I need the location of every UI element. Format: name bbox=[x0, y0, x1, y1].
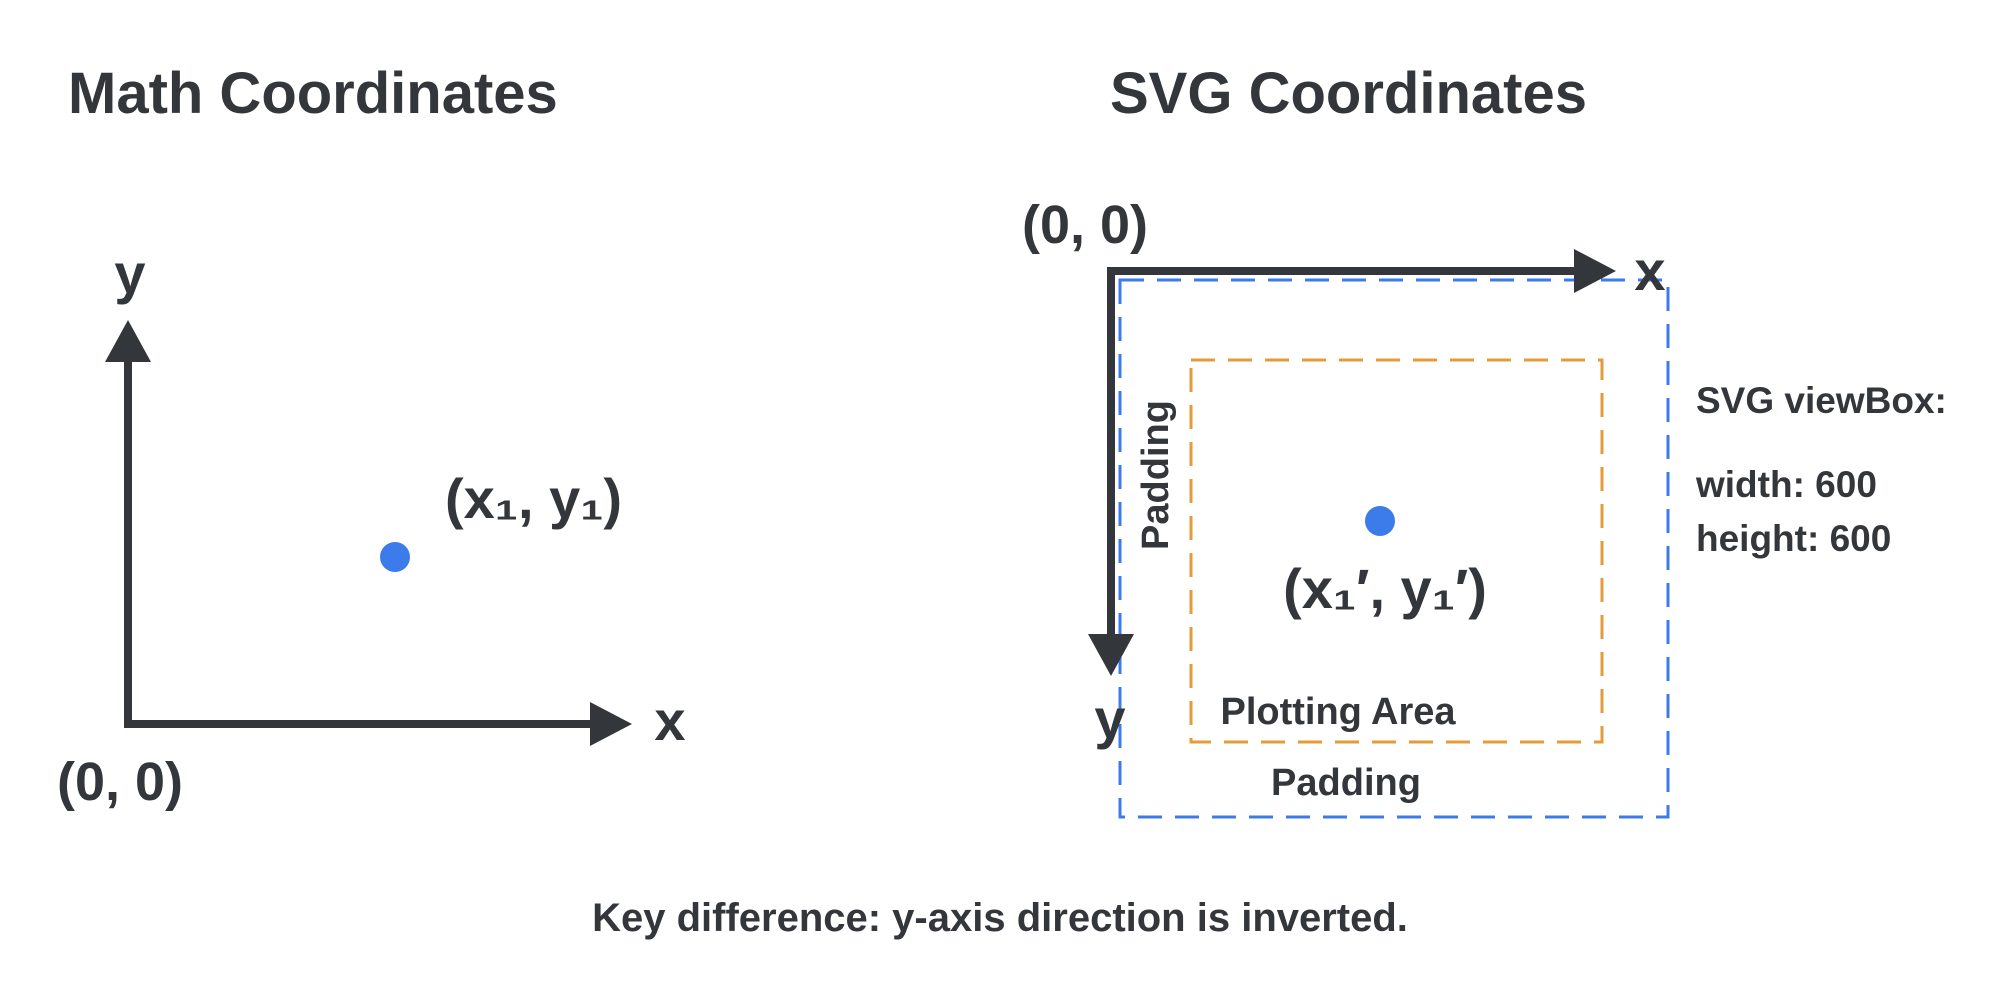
math-origin-label: (0, 0) bbox=[57, 752, 183, 812]
viewbox-heading: SVG viewBox: bbox=[1696, 380, 1947, 421]
plotting-area-label: Plotting Area bbox=[1220, 691, 1456, 733]
math-title: Math Coordinates bbox=[68, 61, 558, 126]
math-y-label: y bbox=[114, 242, 145, 305]
svg-title: SVG Coordinates bbox=[1110, 61, 1587, 126]
svg-point bbox=[1365, 506, 1395, 536]
math-point-label: (x₁, y₁) bbox=[445, 467, 622, 530]
math-coordinates-panel: Math Coordinates y x (0, 0) (x₁, y₁) bbox=[57, 61, 686, 812]
svg-x-label: x bbox=[1634, 239, 1665, 302]
padding-bottom-label: Padding bbox=[1271, 762, 1421, 804]
viewbox-height: height: 600 bbox=[1696, 518, 1891, 559]
svg-y-arrowhead bbox=[1088, 634, 1134, 676]
math-y-arrowhead bbox=[105, 320, 151, 362]
key-difference-note: Key difference: y-axis direction is inve… bbox=[592, 896, 1408, 940]
viewbox-width: width: 600 bbox=[1695, 464, 1877, 505]
math-x-arrowhead bbox=[590, 702, 632, 746]
math-x-label: x bbox=[654, 689, 685, 752]
viewbox-boundary bbox=[1118, 278, 1670, 819]
svg-point-label: (x₁′, y₁′) bbox=[1283, 557, 1487, 620]
svg-x-arrowhead bbox=[1574, 249, 1616, 293]
svg-coordinates-panel: SVG Coordinates (0, 0) x y Padding Paddi… bbox=[1022, 61, 1947, 819]
svg-y-label: y bbox=[1094, 687, 1125, 750]
plotting-area-boundary bbox=[1189, 358, 1604, 744]
math-point bbox=[380, 542, 410, 572]
svg-origin-label: (0, 0) bbox=[1022, 195, 1148, 255]
padding-left-label: Padding bbox=[1135, 400, 1177, 550]
